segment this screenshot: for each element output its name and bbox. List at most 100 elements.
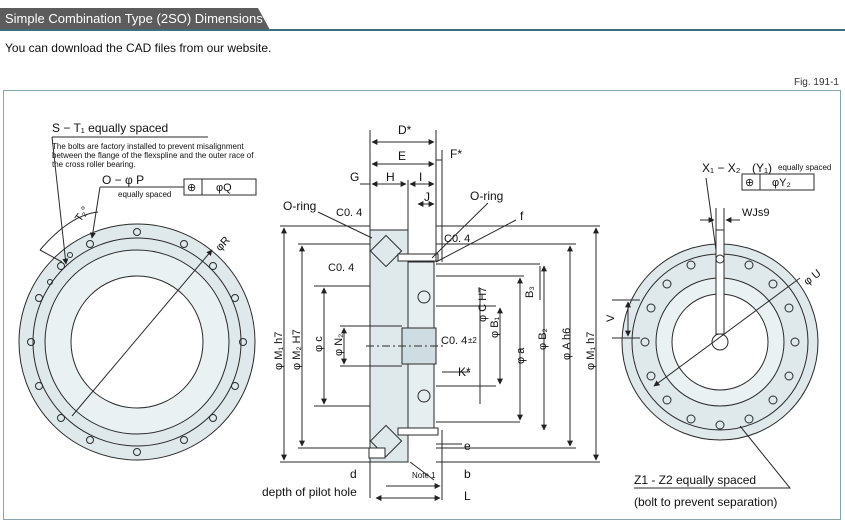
chamfer-center: C0. 4 (441, 335, 467, 347)
bolt-hole-right (662, 395, 672, 405)
bolt-hole-right (784, 371, 794, 381)
x-label: X₁ − X₂ (702, 161, 741, 175)
dim-a-small: φ a (515, 347, 527, 364)
bolt-hole (239, 338, 247, 346)
bolt-hole-right (768, 279, 778, 289)
r-label: φR (214, 234, 233, 253)
bolt-hole-right (744, 260, 754, 270)
dim-d-star: D* (398, 123, 412, 137)
bolt-hole-right (686, 414, 696, 424)
dim-k-star: K* (458, 365, 471, 379)
keyway (715, 229, 725, 335)
small-hole (67, 252, 73, 258)
bolt-hole-right (715, 420, 725, 430)
bolt-hole (180, 240, 188, 248)
shaft-bore (711, 333, 729, 351)
left-view-labels: S − T₁ equally spaced The bolts are fact… (52, 121, 254, 254)
op-label: O − φ P (102, 173, 144, 187)
tolerance-position-icon-right: ⊕ (745, 177, 754, 189)
bolt-hole (27, 338, 35, 346)
right-front-view (612, 173, 819, 489)
bolt-hole (57, 262, 65, 270)
section-title: Simple Combination Type (2SO) Dimensions (5, 11, 263, 26)
bolt-hole-right (715, 254, 725, 264)
bolt-hole (231, 294, 239, 302)
tolerance-position-icon: ⊕ (187, 182, 196, 194)
bolt-head (368, 447, 386, 459)
left-front-view (18, 136, 257, 461)
dim-a-h6: φ A h6 (561, 328, 573, 360)
ball-bottom (417, 389, 431, 403)
bolt-hole (231, 382, 239, 390)
dim-j: J (424, 190, 430, 204)
pilot-hole-note: depth of pilot hole (262, 485, 357, 499)
chamfer-right: C0. 4 (444, 233, 470, 245)
dim-v: V (605, 314, 617, 322)
dim-c-h7: φ C H7 (477, 287, 489, 322)
oring-left: O-ring (283, 199, 316, 213)
dim-g: G (350, 170, 359, 184)
center-section-view (280, 130, 600, 501)
tolerance-q: φQ (216, 182, 232, 194)
op-spacing: equally spaced (118, 190, 171, 199)
dim-f-star: F* (450, 147, 462, 161)
roller-top (369, 234, 403, 268)
z-note: (bolt to prevent separation) (634, 495, 777, 509)
bolt-hole (133, 228, 141, 236)
dim-u: φ U (802, 267, 824, 288)
bolt-hole-right (784, 303, 794, 313)
bolt-hole-right (646, 303, 656, 313)
bolt-hole (209, 414, 217, 422)
bolt-hole-right (646, 371, 656, 381)
t2-label: T₂° (73, 205, 92, 224)
dim-m1-h7-right: φ M₁ h7 (585, 332, 597, 370)
note-1: Note 1 (412, 471, 436, 480)
oring-right: O-ring (470, 189, 503, 203)
tolerance-y2: φY₂ (772, 177, 791, 189)
y-spacing: equally spaced (778, 163, 831, 172)
dim-m2-h7: φ M₂ H7 (291, 329, 303, 370)
bolt-hole (35, 382, 43, 390)
dim-d-small: d (350, 467, 357, 481)
dim-n2: φ N₂ (333, 334, 345, 356)
bolt-hole-right (768, 395, 778, 405)
chamfer-top: C0. 4 (336, 207, 362, 219)
small-hole (47, 279, 53, 285)
figure-number: Fig. 191-1 (793, 77, 839, 88)
bolt-bottom (397, 427, 439, 436)
bolt-hole (57, 414, 65, 422)
note-line-3: the cross roller bearing. (52, 160, 136, 169)
dim-b1: φ B₁ (489, 316, 501, 338)
z-label: Z1 - Z2 equally spaced (634, 473, 756, 487)
section-title-tab: Simple Combination Type (2SO) Dimensions (0, 8, 270, 30)
bolt-hole (133, 448, 141, 456)
bolt-hole (180, 436, 188, 444)
tab-shape (0, 8, 270, 30)
tolerance-pm2: ±2 (468, 336, 477, 345)
dim-b-small: b (464, 467, 471, 481)
ball-top (417, 290, 431, 304)
bolt-hole (35, 294, 43, 302)
dim-b3: B₃ (524, 286, 536, 298)
bolt-hole (86, 240, 94, 248)
header-rule (0, 29, 845, 31)
dim-l: L (464, 489, 471, 503)
bolt-hole (209, 262, 217, 270)
bore (70, 275, 204, 409)
dim-h: H (386, 170, 395, 184)
section-view-labels: D* E F* G H I J O-ring O-ring f C0. 4 C0… (262, 123, 597, 503)
dim-m1-h7: φ M₁ h7 (273, 332, 285, 370)
dim-wjs9: WJs9 (742, 207, 770, 219)
st-label: S − T₁ equally spaced (52, 121, 168, 135)
bolt-top (397, 253, 439, 262)
dim-c-small: φ c (313, 336, 325, 352)
intro-text: You can download the CAD files from our … (5, 41, 272, 55)
note-line-1: The bolts are factory installed to preve… (52, 142, 244, 151)
bolt-hole-right (686, 260, 696, 270)
bolt-hole-right (662, 279, 672, 289)
bolt-hole-right (640, 337, 650, 347)
bolt-hole (86, 436, 94, 444)
dim-i: I (419, 170, 422, 184)
y-label: (Y₁) (752, 161, 772, 175)
